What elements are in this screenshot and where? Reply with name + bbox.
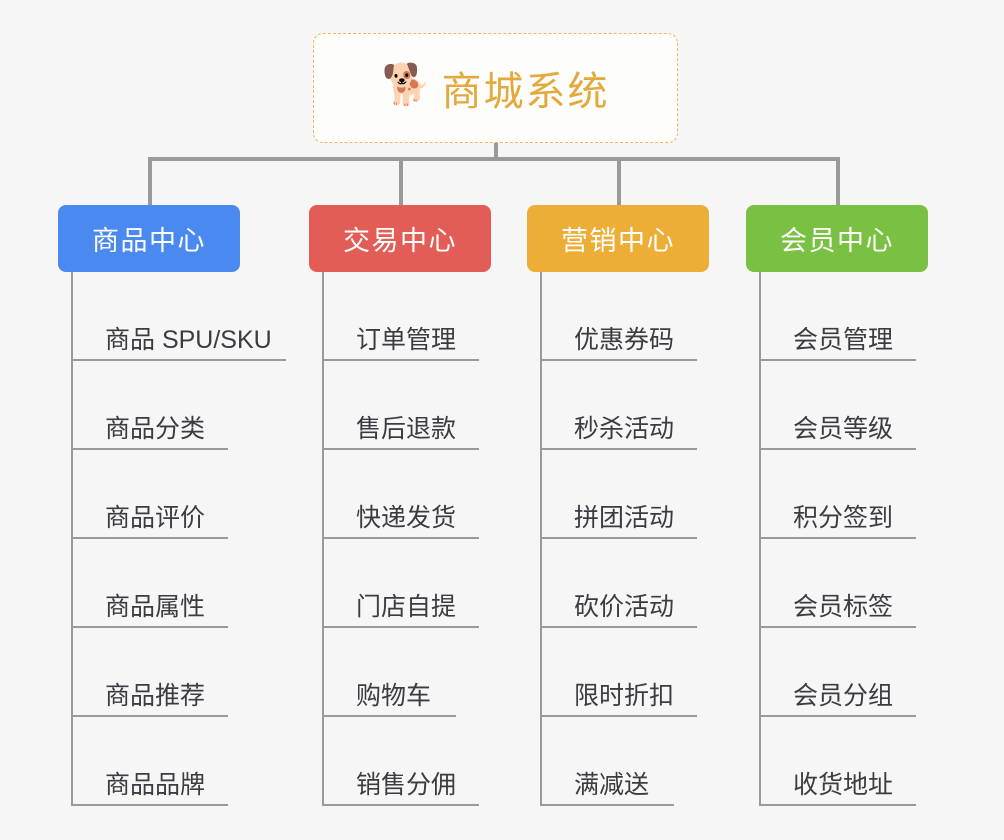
root-node[interactable]: 🐕 商城系统 xyxy=(313,33,678,143)
leaf-item[interactable]: 拼团活动 xyxy=(542,450,697,539)
leaf-item-label: 门店自提 xyxy=(356,593,457,622)
leaf-item[interactable]: 会员标签 xyxy=(761,539,916,628)
leaf-item-label: 会员分组 xyxy=(793,682,894,711)
leaf-item[interactable]: 门店自提 xyxy=(324,539,479,628)
leaf-item-label: 商品品牌 xyxy=(105,771,206,800)
branch-body-marketing-center: 优惠券码秒杀活动拼团活动砍价活动限时折扣满减送 xyxy=(540,272,709,806)
leaf-item-label: 商品分类 xyxy=(105,415,206,444)
leaf-item[interactable]: 砍价活动 xyxy=(542,539,697,628)
branch-body-product-center: 商品 SPU/SKU 商品分类商品评价商品属性商品推荐商品品牌 xyxy=(71,272,286,806)
branch-header-product-center[interactable]: 商品中心 xyxy=(58,205,240,272)
leaf-item-label: 商品 SPU/SKU xyxy=(105,326,272,355)
branch-body-trade-center: 订单管理售后退款快递发货门店自提购物车销售分佣 xyxy=(322,272,491,806)
leaf-item[interactable]: 收货地址 xyxy=(761,717,916,806)
branch-body-member-center: 会员管理会员等级积分签到会员标签会员分组收货地址 xyxy=(759,272,928,806)
leaf-item[interactable]: 销售分佣 xyxy=(324,717,479,806)
leaf-item-label: 优惠券码 xyxy=(574,326,675,355)
branch-header-trade-center[interactable]: 交易中心 xyxy=(309,205,491,272)
leaf-item-label: 收货地址 xyxy=(793,771,894,800)
connector-root-vertical xyxy=(494,143,498,161)
leaf-item[interactable]: 限时折扣 xyxy=(542,628,697,717)
leaf-item-label: 快递发货 xyxy=(356,504,457,533)
leaf-item[interactable]: 优惠券码 xyxy=(542,272,697,361)
leaf-item-label: 限时折扣 xyxy=(574,682,675,711)
leaf-item-label: 商品推荐 xyxy=(105,682,206,711)
connector-drop-4 xyxy=(836,157,840,206)
leaf-item[interactable]: 商品 SPU/SKU xyxy=(73,272,286,361)
branch-header-marketing-center[interactable]: 营销中心 xyxy=(527,205,709,272)
leaf-item[interactable]: 会员等级 xyxy=(761,361,916,450)
leaf-item[interactable]: 商品属性 xyxy=(73,539,228,628)
leaf-item-label: 售后退款 xyxy=(356,415,457,444)
branch-column-product-center: 商品中心商品 SPU/SKU 商品分类商品评价商品属性商品推荐商品品牌 xyxy=(58,205,286,806)
leaf-item[interactable]: 购物车 xyxy=(324,628,456,717)
leaf-item-label: 商品评价 xyxy=(105,504,206,533)
connector-drop-2 xyxy=(399,157,403,206)
leaf-item-label: 会员等级 xyxy=(793,415,894,444)
leaf-item-label: 拼团活动 xyxy=(574,504,675,533)
branch-column-member-center: 会员中心会员管理会员等级积分签到会员标签会员分组收货地址 xyxy=(746,205,928,806)
leaf-item-label: 秒杀活动 xyxy=(574,415,675,444)
leaf-item-label: 满减送 xyxy=(574,771,650,800)
leaf-item-label: 商品属性 xyxy=(105,593,206,622)
leaf-item[interactable]: 快递发货 xyxy=(324,450,479,539)
leaf-item-label: 销售分佣 xyxy=(356,771,457,800)
leaf-item[interactable]: 积分签到 xyxy=(761,450,916,539)
leaf-item[interactable]: 商品品牌 xyxy=(73,717,228,806)
leaf-item[interactable]: 商品分类 xyxy=(73,361,228,450)
branch-header-member-center[interactable]: 会员中心 xyxy=(746,205,928,272)
leaf-item-label: 积分签到 xyxy=(793,504,894,533)
leaf-item[interactable]: 会员分组 xyxy=(761,628,916,717)
leaf-item[interactable]: 会员管理 xyxy=(761,272,916,361)
leaf-item-label: 会员标签 xyxy=(793,593,894,622)
root-title: 商城系统 xyxy=(441,70,610,114)
connector-horizontal-bar xyxy=(150,157,840,161)
connector-drop-1 xyxy=(148,157,152,206)
leaf-item-label: 砍价活动 xyxy=(574,593,675,622)
leaf-item-label: 购物车 xyxy=(356,682,432,711)
leaf-item[interactable]: 秒杀活动 xyxy=(542,361,697,450)
leaf-item[interactable]: 售后退款 xyxy=(324,361,479,450)
shiba-dog-face-icon: 🐕 xyxy=(381,63,432,107)
leaf-item[interactable]: 订单管理 xyxy=(324,272,479,361)
leaf-item-label: 会员管理 xyxy=(793,326,894,355)
leaf-item-label: 订单管理 xyxy=(356,326,457,355)
branch-column-marketing-center: 营销中心优惠券码秒杀活动拼团活动砍价活动限时折扣满减送 xyxy=(527,205,709,806)
connector-drop-3 xyxy=(617,157,621,206)
leaf-item[interactable]: 商品推荐 xyxy=(73,628,228,717)
leaf-item[interactable]: 商品评价 xyxy=(73,450,228,539)
leaf-item[interactable]: 满减送 xyxy=(542,717,674,806)
branch-column-trade-center: 交易中心订单管理售后退款快递发货门店自提购物车销售分佣 xyxy=(309,205,491,806)
